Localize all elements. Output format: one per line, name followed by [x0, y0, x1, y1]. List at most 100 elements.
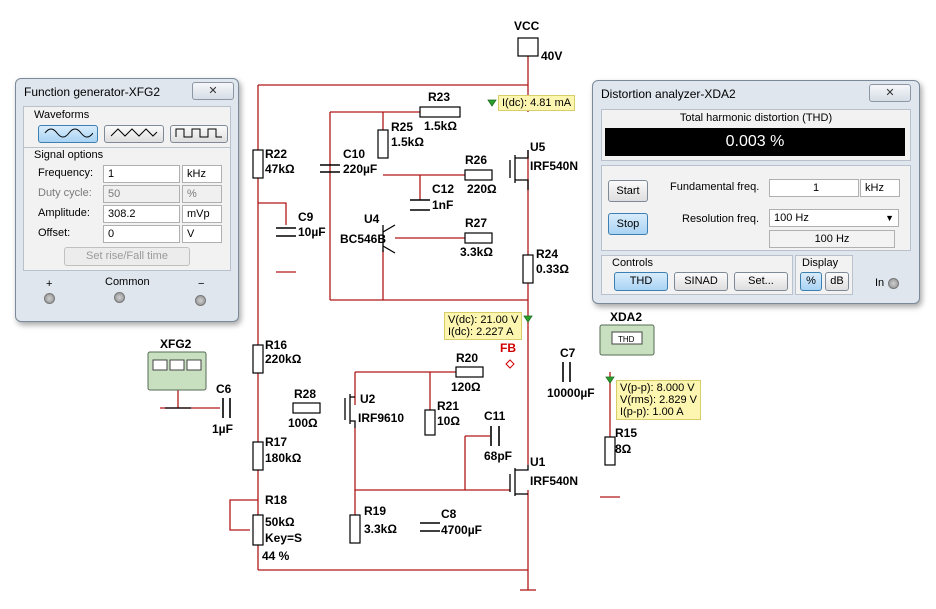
- r15-value: 8Ω: [615, 442, 632, 456]
- fundamental-freq-label: Fundamental freq.: [670, 181, 760, 193]
- r26-name: R26: [465, 153, 487, 167]
- function-generator-window[interactable]: Function generator-XFG2 ✕ Waveforms Sign…: [15, 78, 239, 322]
- square-wave-button[interactable]: [170, 125, 228, 143]
- close-button[interactable]: ✕: [869, 84, 911, 102]
- r16-resistor[interactable]: [252, 344, 264, 374]
- c8-name: C8: [441, 507, 457, 521]
- c8-capacitor[interactable]: [420, 522, 440, 532]
- frequency-field[interactable]: 1: [103, 165, 180, 183]
- r23-resistor[interactable]: [419, 106, 461, 118]
- u5-mosfet[interactable]: [509, 150, 529, 190]
- r22-name: R22: [265, 147, 287, 161]
- c6-capacitor[interactable]: [222, 398, 231, 418]
- r27-value: 3.3kΩ: [460, 245, 493, 259]
- u4-bjt[interactable]: [382, 224, 396, 254]
- distortion-analyzer-window[interactable]: Distortion analyzer-XDA2 ✕ Total harmoni…: [592, 80, 920, 304]
- u2-mosfet[interactable]: [344, 394, 356, 428]
- offset-unit[interactable]: V: [182, 225, 222, 243]
- set-rise-fall-time-button[interactable]: Set rise/Fall time: [64, 247, 190, 266]
- r27-resistor[interactable]: [464, 232, 493, 244]
- triangle-wave-button[interactable]: [104, 125, 164, 143]
- r28-resistor[interactable]: [292, 402, 321, 414]
- probe-arrow-icon: [523, 315, 533, 323]
- resolution-freq-select[interactable]: 100 Hz ▼: [769, 209, 899, 227]
- c7-name: C7: [560, 346, 576, 360]
- c9-name: C9: [298, 210, 314, 224]
- terminal-common[interactable]: [114, 292, 125, 303]
- frequency-unit[interactable]: kHz: [182, 165, 222, 183]
- offset-label: Offset:: [38, 227, 71, 239]
- c7-capacitor[interactable]: [562, 362, 571, 382]
- c9-capacitor[interactable]: [276, 227, 296, 237]
- sinad-button[interactable]: SINAD: [674, 272, 728, 291]
- c12-capacitor[interactable]: [410, 199, 430, 211]
- duty-cycle-field[interactable]: 50: [103, 185, 180, 203]
- r15-resistor[interactable]: [604, 436, 616, 466]
- r17-resistor[interactable]: [252, 441, 264, 471]
- fundamental-freq-unit[interactable]: kHz: [860, 179, 900, 197]
- c6-name: C6: [216, 382, 232, 396]
- terminal-minus[interactable]: [195, 295, 206, 306]
- probe-1[interactable]: I(dc): 4.81 mA: [498, 95, 576, 111]
- probe-3-line1: V(p-p): 8.000 V: [620, 382, 695, 394]
- r19-resistor[interactable]: [349, 514, 361, 544]
- thd-readout: 0.003 %: [605, 128, 905, 156]
- thd-button[interactable]: THD: [614, 272, 668, 291]
- c11-value: 68pF: [484, 449, 512, 463]
- sine-wave-button[interactable]: [38, 125, 98, 143]
- xda2-instrument[interactable]: [599, 324, 655, 356]
- c10-name: C10: [343, 147, 365, 161]
- offset-field[interactable]: 0: [103, 225, 180, 243]
- u2-name: U2: [360, 392, 376, 406]
- r25-value: 1.5kΩ: [391, 135, 424, 149]
- c10-value: 220µF: [343, 162, 377, 176]
- r18-value: 50kΩ: [265, 515, 295, 529]
- thd-display-header: Total harmonic distortion (THD): [679, 112, 833, 124]
- vcc-symbol[interactable]: [517, 37, 539, 57]
- r23-name: R23: [428, 90, 450, 104]
- terminal-plus[interactable]: [44, 293, 55, 304]
- probe-2-line1: V(dc): 21.00 V: [448, 314, 519, 326]
- sine-wave-icon: [44, 128, 94, 138]
- c12-value: 1nF: [432, 198, 453, 212]
- percent-button[interactable]: %: [800, 272, 822, 291]
- c11-capacitor[interactable]: [490, 426, 500, 446]
- r20-resistor[interactable]: [455, 366, 484, 378]
- r19-name: R19: [364, 504, 386, 518]
- c7-value: 10000µF: [547, 386, 595, 400]
- vcc-value: 40V: [541, 49, 562, 63]
- fundamental-freq-field[interactable]: 1: [769, 179, 859, 197]
- set-button[interactable]: Set...: [734, 272, 788, 291]
- thd-display-panel: Total harmonic distortion (THD) 0.003 %: [601, 109, 911, 161]
- r22-resistor[interactable]: [252, 149, 264, 179]
- r26-resistor[interactable]: [464, 169, 493, 181]
- xfg2-instrument[interactable]: [147, 351, 207, 391]
- r18-potentiometer[interactable]: [252, 514, 264, 546]
- input-terminal[interactable]: [888, 278, 899, 289]
- stop-button[interactable]: Stop: [608, 213, 648, 235]
- close-button[interactable]: ✕: [192, 82, 234, 100]
- distortion-analyzer-title: Distortion analyzer-XDA2: [601, 87, 736, 101]
- start-button[interactable]: Start: [608, 180, 648, 202]
- signal-options-label: Signal options: [34, 149, 104, 161]
- close-icon: ✕: [885, 86, 895, 99]
- amplitude-unit[interactable]: mVp: [182, 205, 222, 223]
- close-icon: ✕: [208, 84, 218, 97]
- r21-name: R21: [437, 399, 459, 413]
- r21-resistor[interactable]: [424, 409, 436, 436]
- duty-cycle-unit[interactable]: %: [182, 185, 222, 203]
- c10-capacitor[interactable]: [320, 164, 340, 173]
- u1-mosfet[interactable]: [509, 465, 529, 496]
- probe-1-line1: I(dc): 4.81 mA: [502, 97, 572, 109]
- u2-value: IRF9610: [358, 411, 404, 425]
- r24-name: R24: [536, 247, 558, 261]
- square-wave-icon: [175, 128, 222, 138]
- db-button[interactable]: dB: [825, 272, 849, 291]
- amplitude-field[interactable]: 308.2: [103, 205, 180, 223]
- r25-resistor[interactable]: [377, 129, 389, 159]
- frequency-label: Frequency:: [38, 167, 94, 179]
- r24-resistor[interactable]: [522, 254, 534, 284]
